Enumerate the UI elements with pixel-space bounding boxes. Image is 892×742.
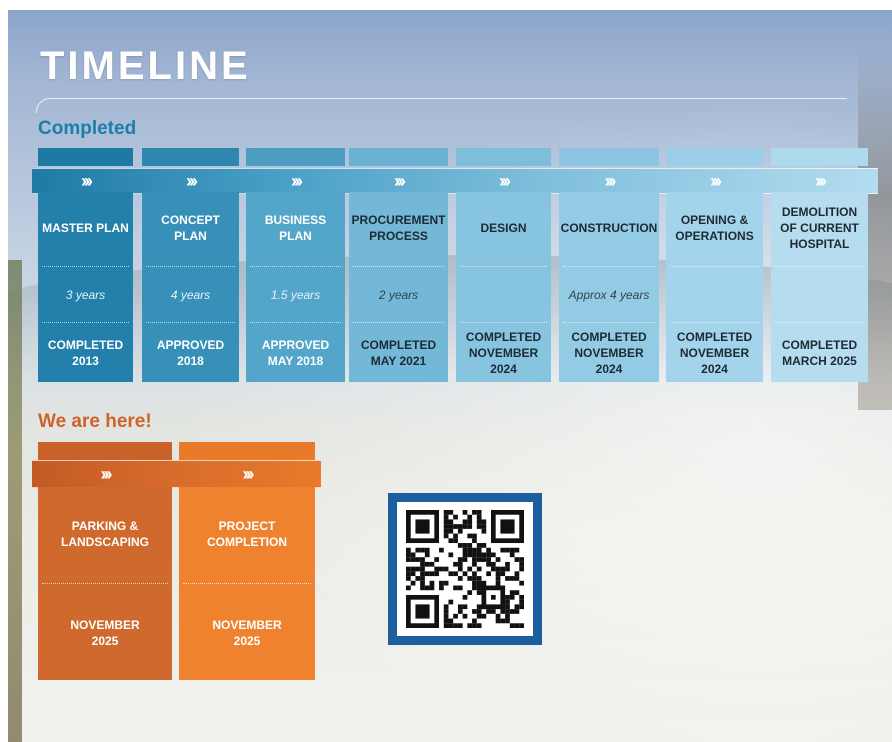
stage-divider — [460, 322, 547, 323]
stage-name: PROJECT COMPLETION — [207, 519, 287, 549]
stage-duration — [456, 268, 551, 322]
chevrons-icon: ››› — [100, 464, 113, 484]
stage-divider — [42, 583, 168, 584]
we-are-here-heading: We are here! — [38, 411, 152, 432]
completed-stage-tab — [142, 148, 239, 166]
chevrons-icon: ››› — [394, 171, 406, 191]
stage-status: COMPLETED MARCH 2025 — [781, 338, 858, 368]
stage-divider — [670, 322, 759, 323]
chevrons-icon: ››› — [710, 171, 722, 191]
completed-stage-tab — [559, 148, 659, 166]
stage-name: CONCEPT PLAN — [161, 213, 220, 243]
chevrons-icon: ››› — [186, 171, 198, 191]
current-stage-card: PARKING & LANDSCAPING NOVEMBER 2025 — [38, 487, 172, 680]
completed-heading: Completed — [38, 118, 137, 139]
stage-divider — [563, 322, 655, 323]
background-foliage-left — [8, 260, 22, 742]
stage-divider — [563, 266, 655, 267]
completed-stage-tab — [38, 148, 133, 166]
stage-name: OPENING & OPERATIONS — [675, 213, 754, 243]
stage-status: COMPLETED 2013 — [47, 338, 124, 368]
stage-name: PROCUREMENT PROCESS — [351, 213, 446, 243]
stage-divider — [353, 266, 444, 267]
stage-duration: 1.5 years — [270, 288, 321, 302]
completed-stage-card: DEMOLITION OF CURRENT HOSPITAL COMPLETED … — [771, 192, 868, 382]
completed-stage-tab — [456, 148, 551, 166]
stage-name: MASTER PLAN — [42, 221, 129, 235]
stage-divider — [146, 322, 235, 323]
stage-duration — [666, 268, 763, 322]
qr-code-inner — [397, 502, 533, 636]
stage-name: CONSTRUCTION — [560, 221, 658, 235]
completed-stage-card: OPENING & OPERATIONS COMPLETED NOVEMBER 2… — [666, 192, 763, 382]
stage-duration: 4 years — [170, 288, 211, 302]
chevrons-icon: ››› — [499, 171, 511, 191]
stage-name: DEMOLITION OF CURRENT HOSPITAL — [780, 205, 859, 251]
chevrons-icon: ››› — [291, 171, 303, 191]
stage-divider — [460, 266, 547, 267]
chevrons-icon: ››› — [242, 464, 255, 484]
stage-duration — [771, 268, 868, 322]
stage-status: NOVEMBER 2025 — [70, 617, 140, 648]
stage-divider — [353, 322, 444, 323]
completed-stage-tab — [771, 148, 868, 166]
stage-status: APPROVED 2018 — [156, 338, 225, 368]
current-arrow-band — [32, 460, 321, 488]
stage-divider — [146, 266, 235, 267]
stage-name: PARKING & LANDSCAPING — [61, 519, 150, 549]
stage-divider — [42, 322, 129, 323]
stage-divider — [42, 266, 129, 267]
chevrons-icon: ››› — [81, 171, 93, 191]
qr-code-icon — [406, 510, 524, 628]
completed-stage-card: DESIGN COMPLETED NOVEMBER 2024 — [456, 192, 551, 382]
qr-code[interactable] — [388, 493, 542, 645]
current-stage-card: PROJECT COMPLETION NOVEMBER 2025 — [179, 487, 315, 680]
completed-stage-tab — [666, 148, 763, 166]
stage-status: COMPLETED NOVEMBER 2024 — [465, 330, 542, 376]
stage-status: APPROVED MAY 2018 — [261, 338, 330, 368]
current-stage-tab — [179, 442, 315, 460]
completed-arrow-band — [32, 168, 878, 194]
stage-name: BUSINESS PLAN — [264, 213, 327, 243]
stage-status: COMPLETED NOVEMBER 2024 — [676, 330, 753, 376]
page-title: TIMELINE — [40, 44, 251, 88]
stage-name: DESIGN — [480, 221, 527, 235]
stage-status: COMPLETED NOVEMBER 2024 — [571, 330, 647, 376]
stage-duration: 3 years — [65, 288, 106, 302]
chevrons-icon: ››› — [815, 171, 827, 191]
title-rule — [36, 98, 847, 113]
stage-status: COMPLETED MAY 2021 — [360, 338, 437, 368]
stage-divider — [183, 583, 311, 584]
timeline-poster: TIMELINE Completed ››› MASTER PLAN 3 years… — [8, 10, 892, 742]
current-stage-tab — [38, 442, 172, 460]
stage-divider — [670, 266, 759, 267]
stage-divider — [775, 266, 864, 267]
stage-duration: Approx 4 years — [568, 288, 650, 302]
stage-duration: 2 years — [378, 288, 419, 302]
stage-divider — [250, 266, 341, 267]
stage-divider — [775, 322, 864, 323]
completed-stage-tab — [246, 148, 345, 166]
chevrons-icon: ››› — [604, 171, 617, 191]
completed-stage-tab — [349, 148, 448, 166]
stage-status: NOVEMBER 2025 — [212, 617, 282, 648]
stage-divider — [250, 322, 341, 323]
